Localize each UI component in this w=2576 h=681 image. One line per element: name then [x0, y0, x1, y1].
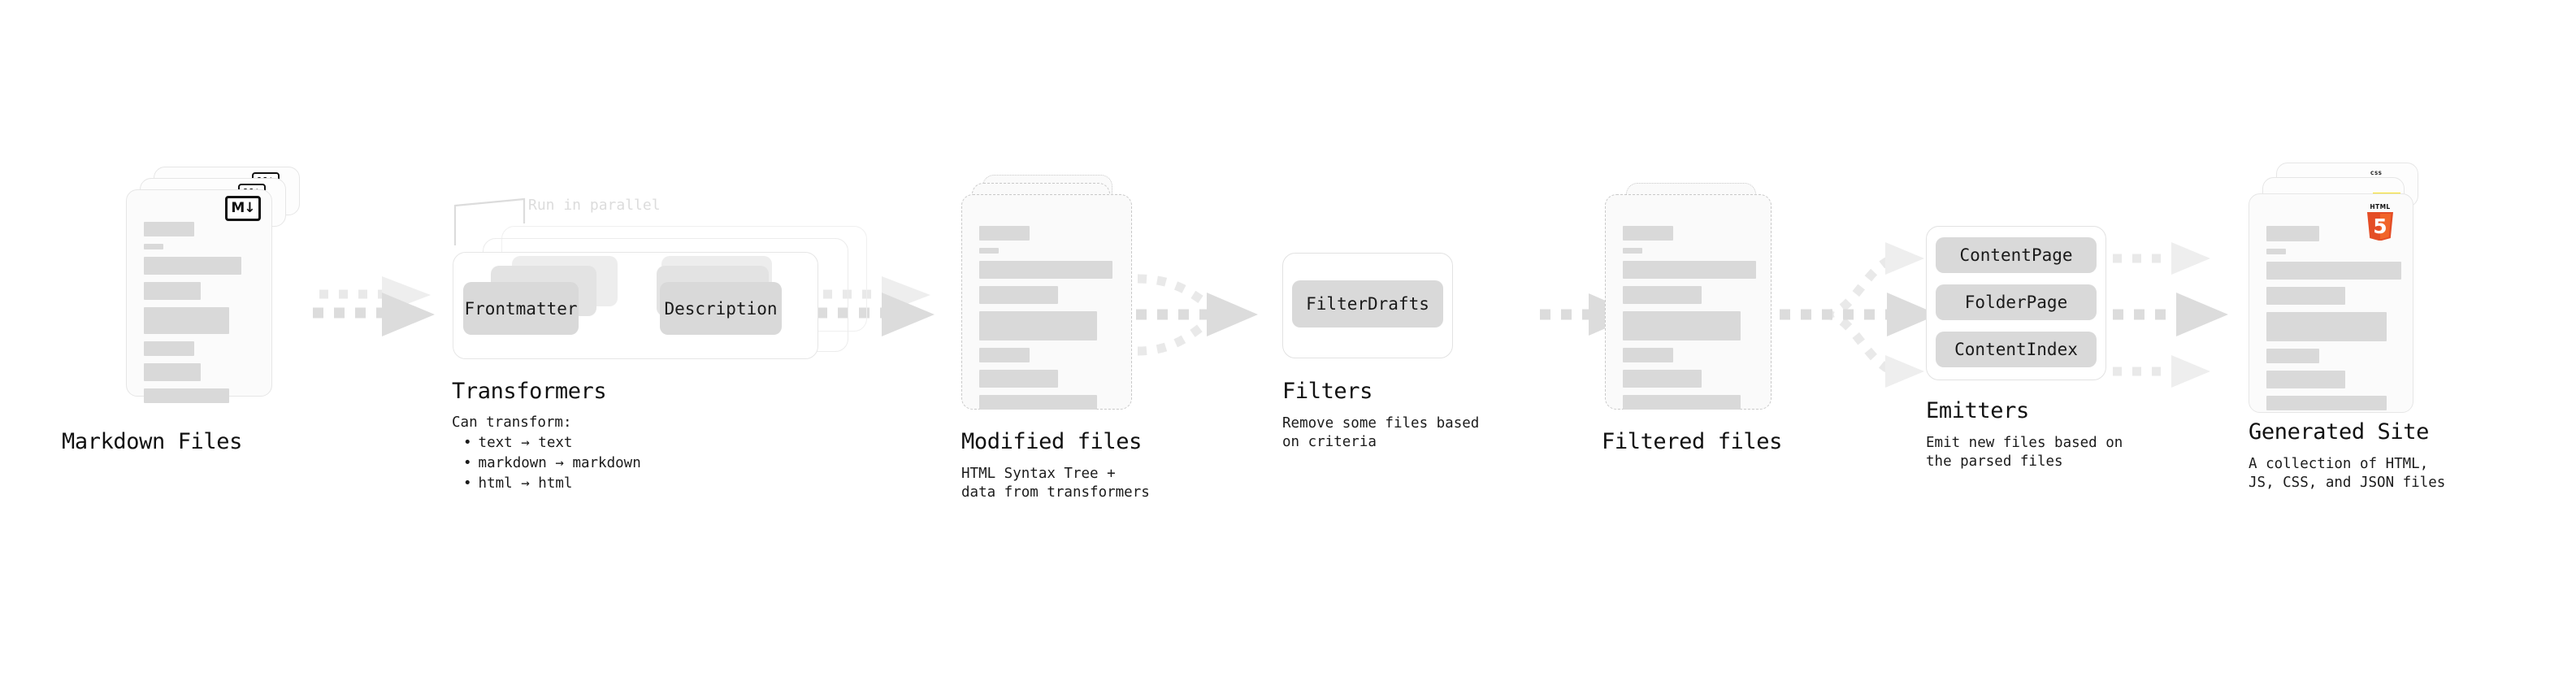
modified-files-stack — [961, 175, 1156, 435]
emitter-chip-contentpage[interactable]: ContentPage — [1936, 237, 2097, 273]
transformers-caption: Can transform: text → text markdown → ma… — [452, 413, 641, 494]
modified-files-title: Modified files — [961, 429, 1142, 454]
generated-site-title: Generated Site — [2249, 419, 2429, 445]
svg-text:5: 5 — [2373, 215, 2387, 238]
markdown-icon: M↓ — [225, 196, 261, 221]
emitters-subtitle: Emit new files based on the parsed files — [1926, 435, 2123, 470]
svg-text:HTML: HTML — [2370, 203, 2390, 210]
generated-site-stack: CSS HTML 5 — [2249, 163, 2452, 431]
filtered-files-title: Filtered files — [1602, 429, 1782, 454]
css-icon-label: CSS — [2370, 171, 2383, 176]
run-in-parallel-label: Run in parallel — [528, 197, 661, 214]
emitter-chip-contentindex[interactable]: ContentIndex — [1936, 332, 2097, 367]
transformer-chip-frontmatter[interactable]: Frontmatter — [463, 282, 579, 335]
emitters-title: Emitters — [1926, 398, 2029, 423]
generated-skeleton-lines — [2266, 226, 2401, 418]
transformers-caption-header: Can transform: — [452, 414, 572, 431]
filtered-files-stack — [1605, 183, 1800, 443]
filter-chip-filterdrafts[interactable]: FilterDrafts — [1292, 280, 1443, 327]
html5-icon: HTML 5 — [2363, 202, 2397, 244]
modified-skeleton-lines — [979, 226, 1112, 417]
markdown-files-title: Markdown Files — [62, 429, 242, 454]
transformers-caption-list: text → text markdown → markdown html → h… — [452, 433, 641, 494]
markdown-files-stack: M↓ M↓ M↓ — [126, 167, 313, 427]
generated-site-subtitle: A collection of HTML, JS, CSS, and JSON … — [2249, 456, 2446, 491]
transformer-chip-description[interactable]: Description — [660, 282, 782, 335]
transformers-title: Transformers — [452, 379, 607, 404]
filtered-skeleton-lines — [1623, 226, 1756, 417]
transformers-caption-item: text → text — [463, 433, 641, 453]
arrow-markdown-to-transformers — [313, 276, 435, 336]
markdown-skeleton-lines — [144, 222, 241, 410]
arrow-filtered-to-emitters — [1780, 242, 1938, 388]
emitter-chip-folderpage[interactable]: FolderPage — [1936, 284, 2097, 320]
transformers-caption-item: markdown → markdown — [463, 453, 641, 474]
transformers-caption-item: html → html — [463, 474, 641, 494]
arrow-emitters-to-site — [2113, 242, 2228, 388]
modified-files-subtitle: HTML Syntax Tree + data from transformer… — [961, 466, 1150, 501]
filters-title: Filters — [1282, 379, 1373, 404]
filters-subtitle: Remove some files based on criteria — [1282, 415, 1480, 450]
